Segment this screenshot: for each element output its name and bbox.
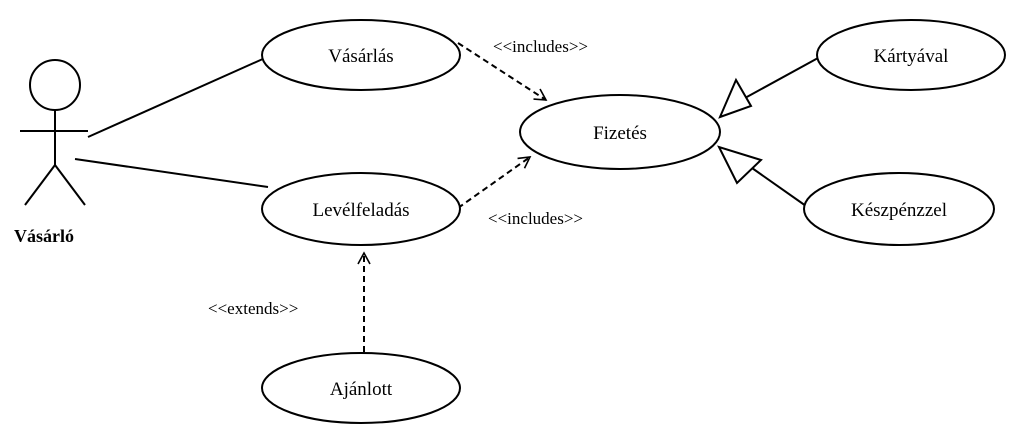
generalization-triangle-kartyaval — [718, 77, 753, 119]
actor-head — [29, 59, 81, 111]
use-case-keszpenzzel: Készpénzzel — [803, 172, 995, 246]
generalization-line-kartyaval — [744, 57, 819, 99]
actor-left-leg — [24, 164, 56, 206]
use-case-ajanlott: Ajánlott — [261, 352, 461, 424]
include-arrow-vasarlas-fizetes — [457, 42, 548, 101]
use-case-levelfeladas-label: Levélfeladás — [312, 200, 409, 221]
use-case-fizetes-label: Fizetés — [593, 123, 647, 144]
use-case-fizetes: Fizetés — [519, 94, 721, 170]
generalization-triangle-keszpenzzel — [717, 145, 763, 185]
use-case-vasarlas: Vásárlás — [261, 19, 461, 91]
use-case-levelfeladas: Levélfeladás — [261, 172, 461, 246]
use-case-kartyaval-label: Kártyával — [874, 46, 949, 67]
actor-right-leg — [54, 164, 86, 206]
actor-figure — [20, 59, 88, 206]
use-case-vasarlas-label: Vásárlás — [328, 46, 393, 67]
use-case-keszpenzzel-label: Készpénzzel — [851, 200, 947, 221]
include-arrow-levelfeladas-fizetes — [457, 156, 532, 209]
includes-label-bottom: <<includes>> — [488, 209, 583, 228]
association-vasarlas — [87, 57, 266, 138]
use-case-kartyaval: Kártyával — [816, 19, 1006, 91]
actor-label: Vásárló — [14, 226, 74, 246]
includes-label-top: <<includes>> — [493, 37, 588, 56]
use-case-ajanlott-label: Ajánlott — [330, 379, 393, 400]
association-levelfeladas — [74, 158, 269, 188]
generalization-line-keszpenzzel — [751, 167, 807, 207]
extends-label: <<extends>> — [208, 299, 298, 318]
